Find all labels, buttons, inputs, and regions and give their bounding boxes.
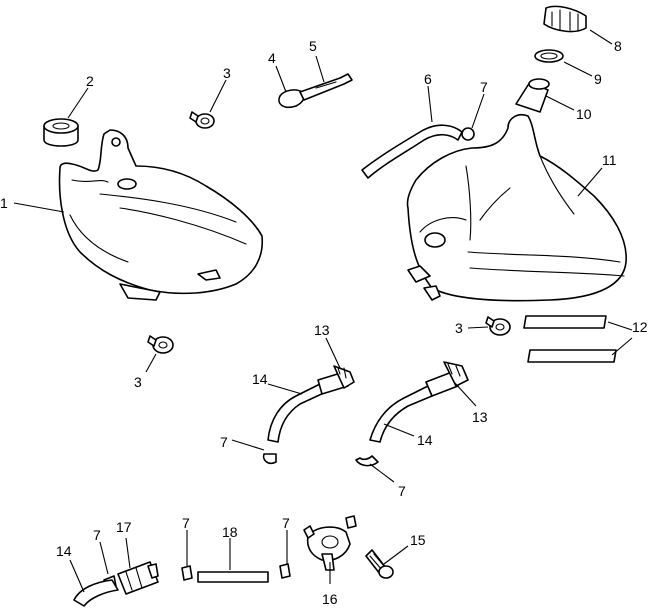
callout-18: 18	[222, 524, 238, 540]
callout-1: 1	[0, 195, 8, 211]
callout-3-lower: 3	[134, 374, 142, 390]
callout-13-right: 13	[472, 409, 488, 425]
gasket-9	[534, 49, 564, 63]
breather-hose-6	[361, 124, 463, 179]
bolt-3-lower	[147, 335, 174, 354]
callout-7-middle-right: 7	[398, 483, 406, 499]
hose-18	[197, 571, 269, 583]
filter-13-right	[425, 361, 469, 397]
callout-10: 10	[576, 106, 592, 122]
callout-17: 17	[116, 519, 132, 535]
bolt-15	[365, 549, 394, 579]
callout-12: 12	[632, 319, 648, 335]
filter-17	[117, 561, 159, 595]
callout-15: 15	[410, 532, 426, 548]
callout-7-bottom-right: 7	[282, 515, 290, 531]
leader-lines	[13, 29, 633, 593]
callout-8: 8	[614, 38, 622, 54]
callout-16: 16	[322, 591, 338, 607]
bolt-3-top	[189, 111, 215, 129]
callout-11: 11	[602, 152, 617, 168]
fuel-cap-8	[543, 5, 587, 33]
callout-14-bottom: 14	[56, 543, 72, 559]
callout-5: 5	[309, 38, 317, 54]
clamp-7-middle-left	[262, 453, 277, 465]
callout-9: 9	[594, 71, 602, 87]
clamp-7-middle-right	[355, 455, 379, 467]
fuel-valve-16	[303, 515, 357, 571]
callout-7-top: 7	[480, 79, 488, 95]
callout-14-right: 14	[417, 432, 433, 448]
grommet-2	[43, 118, 79, 147]
filter-13-left	[317, 365, 355, 395]
strip-12-lower	[527, 349, 617, 363]
callout-13-left: 13	[314, 322, 330, 338]
callout-labels: 1 2 3 3 3 4 5 6 7 7 7 7 7 7 8 9 10 11 12…	[0, 38, 648, 607]
fuel-tank-left	[58, 129, 263, 301]
callout-2: 2	[86, 73, 94, 89]
callout-14-left: 14	[252, 371, 268, 387]
callout-7-bottom-left: 7	[93, 527, 101, 543]
bracket-5	[299, 73, 353, 101]
callout-3-top: 3	[223, 65, 231, 81]
fuel-tank-right	[406, 113, 627, 302]
callout-6: 6	[424, 71, 432, 87]
bolt-3-right	[485, 316, 511, 336]
callout-4: 4	[268, 50, 276, 66]
callout-7-bottom-mid: 7	[182, 515, 190, 531]
clamp-7-bottom-right	[279, 563, 291, 579]
clamp-7-bottom-mid	[181, 565, 193, 581]
callout-3-right: 3	[455, 320, 463, 336]
filler-neck-10	[515, 78, 550, 113]
strip-12-upper	[523, 315, 607, 329]
callout-7-middle-left: 7	[220, 434, 228, 450]
clamp-7-top	[461, 127, 475, 141]
